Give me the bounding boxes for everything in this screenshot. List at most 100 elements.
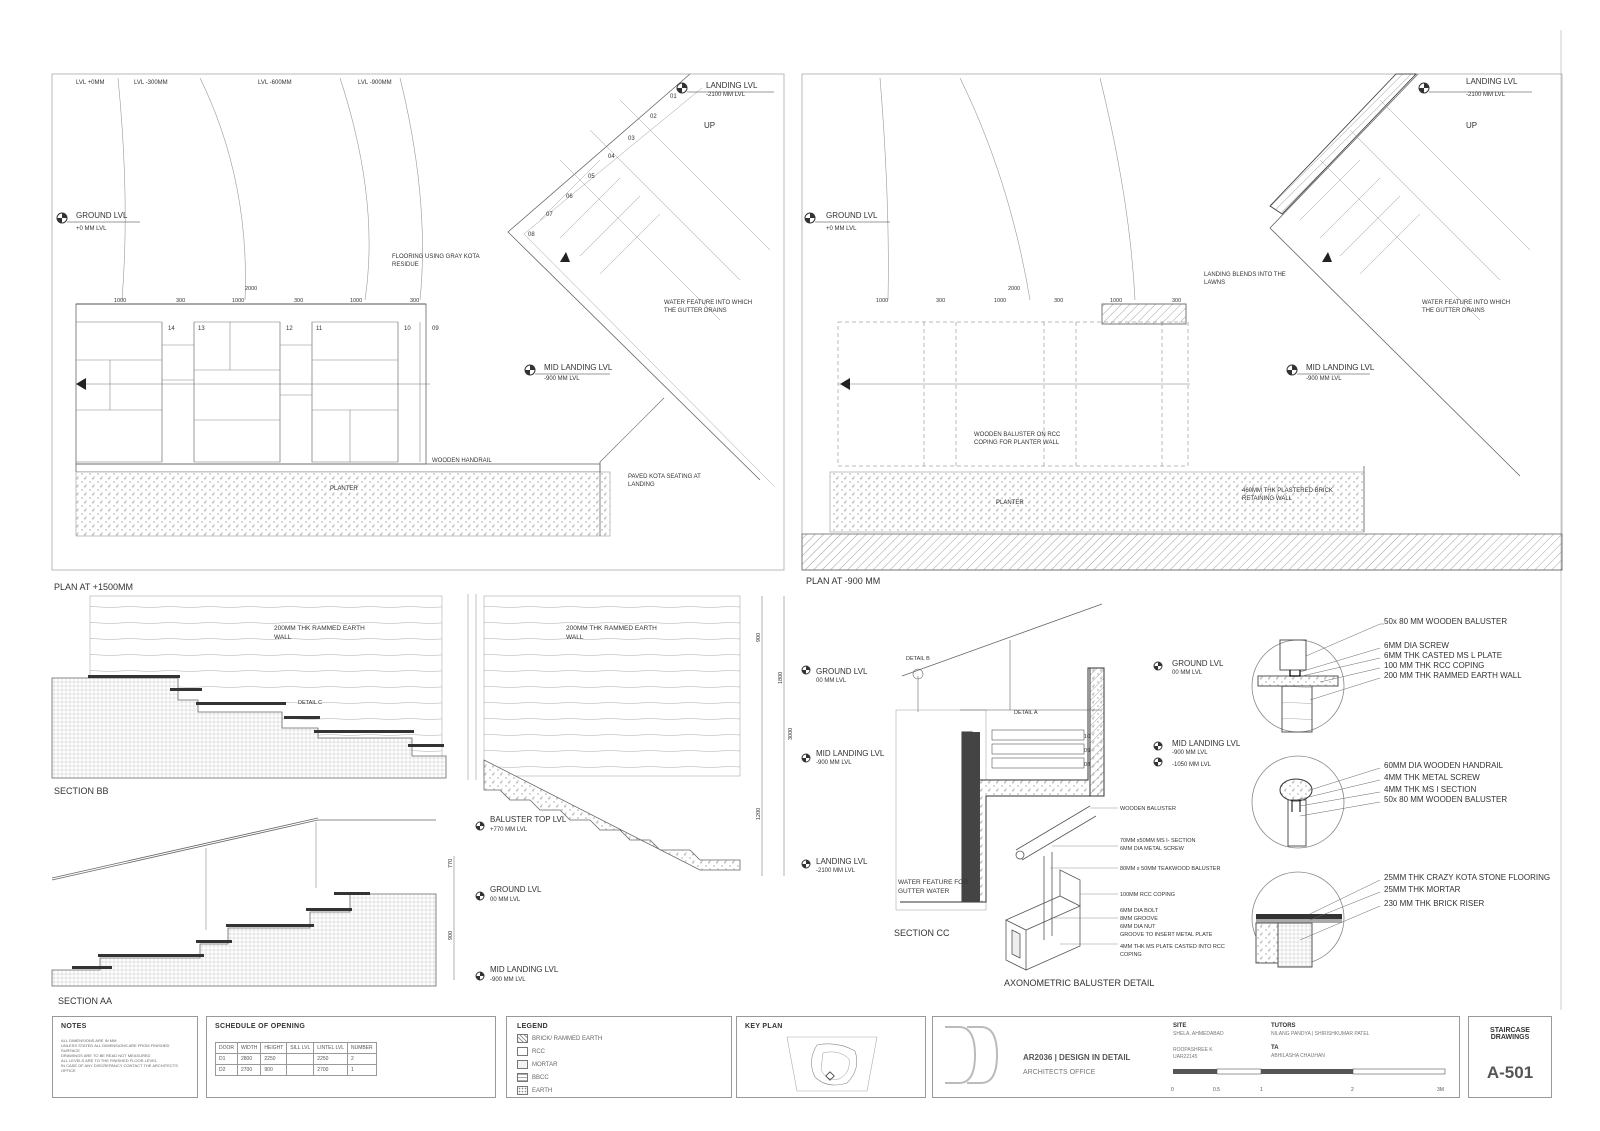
detail-label: 60MM DIA WOODEN HANDRAIL: [1384, 761, 1504, 770]
section-bb: [51, 594, 741, 871]
legend-box: LEGEND BRICK/ RAMMED EARTH RCC MORTAR BB…: [506, 1016, 732, 1098]
brick-swatch-icon: [517, 1034, 528, 1043]
detail-label: 50x 80 MM WOODEN BALUSTER: [1384, 617, 1507, 626]
note-paved: LANDING: [628, 482, 655, 488]
ground-label: GROUND LVL: [826, 211, 878, 220]
detail-circle-2: [1251, 755, 1345, 849]
note-line: DRAWINGS ARE TO BE READ NOT MEASURED: [61, 1053, 151, 1058]
level-marker-cc-low: [1153, 757, 1163, 767]
step-number: 05: [588, 174, 595, 180]
table-cell: 2250: [313, 1053, 348, 1065]
note-line: UNLESS STATED ALL DIMENSIONS ARE FROM FI…: [61, 1043, 170, 1053]
step-number: 09: [1084, 748, 1090, 754]
landing-label: LANDING LVL: [706, 81, 758, 90]
legend-item: RCC: [517, 1047, 721, 1056]
level-label: LVL +0MM: [76, 80, 105, 86]
keyplan-box: KEY PLAN: [736, 1016, 926, 1098]
detail-tag: DETAIL B: [906, 656, 930, 662]
level-marker-landing-left: [676, 82, 774, 94]
note-wall: 460MM THK PLASTERED BRICK: [1242, 488, 1333, 494]
level-value: 00 MM LVL: [490, 897, 521, 903]
student-id: UAR22145: [1173, 1054, 1198, 1060]
section-aa: [51, 817, 437, 987]
note-wall: 200MM THK RAMMED EARTH: [566, 625, 657, 632]
dim: 900: [448, 931, 454, 940]
drawing-title: PLAN AT -900 MM: [806, 576, 880, 586]
table-row: D1 2800 2250 2250 2: [215, 1053, 377, 1065]
level-label: GROUND LVL: [816, 667, 868, 676]
level-label: GROUND LVL: [490, 885, 542, 894]
level-value: -900 MM LVL: [1172, 750, 1208, 756]
column-header: WIDTH: [236, 1042, 262, 1054]
note-baluster: WOODEN BALUSTER ON RCC: [974, 432, 1061, 438]
detail-label: 100 MM THK RCC COPING: [1384, 661, 1484, 670]
drawing-title: PLAN AT +1500MM: [54, 582, 133, 592]
level-value: 00 MM LVL: [816, 678, 847, 684]
level-label: GROUND LVL: [1172, 659, 1224, 668]
step-number: 06: [566, 194, 573, 200]
dim: 1200: [756, 808, 762, 820]
legend-item: EARTH: [517, 1086, 721, 1095]
scale-tick: 0.5: [1213, 1087, 1220, 1093]
axo-label: 100MM RCC COPING: [1120, 892, 1175, 898]
mid-landing-label: MID LANDING LVL: [544, 363, 613, 372]
step-number: 07: [546, 212, 553, 218]
schedule-title: SCHEDULE OF OPENING: [215, 1023, 306, 1030]
table-cell: 2: [346, 1053, 377, 1065]
table-cell: 2700: [313, 1064, 348, 1076]
axonometric-baluster: [1005, 805, 1097, 971]
dim-overall: 2000: [245, 286, 257, 292]
detail-label: 200 MM THK RAMMED EARTH WALL: [1384, 671, 1522, 680]
scale-tick: 0: [1171, 1087, 1174, 1093]
level-value: +770 MM LVL: [490, 827, 528, 833]
sheet-info-box: STAIRCASE DRAWINGS A-501: [1468, 1016, 1552, 1098]
level-marker-cc-mid: [1153, 741, 1163, 751]
dim: 1000: [994, 298, 1006, 304]
table-cell: 2700: [236, 1064, 262, 1076]
ta-value: ABHILASHA CHAUHAN: [1271, 1053, 1325, 1059]
column-header: LINTEL LVL: [313, 1042, 348, 1054]
level-marker-bb-ground: [801, 665, 811, 675]
legend-label: BRICK/ RAMMED EARTH: [532, 1035, 603, 1042]
column-header: NUMBER: [346, 1042, 377, 1054]
axo-label: 6MM DIA NUT: [1120, 924, 1156, 930]
note-water: WATER FEATURE INTO WHICH: [1422, 300, 1510, 306]
table-cell: [286, 1053, 315, 1065]
level-value: -1050 MM LVL: [1172, 762, 1212, 768]
level-marker-landing-right: [1418, 82, 1532, 94]
level-value: 00 MM LVL: [1172, 670, 1203, 676]
plan-left: [51, 73, 785, 571]
drawing-title: SECTION BB: [54, 786, 109, 796]
step-number: 03: [628, 136, 635, 142]
level-label: MID LANDING LVL: [490, 965, 559, 974]
bbcc-swatch-icon: [517, 1073, 528, 1082]
mid-landing-value: -900 MM LVL: [1306, 376, 1342, 382]
detail-label: 25MM THK MORTAR: [1384, 885, 1461, 894]
detail-circle-3: [1251, 871, 1345, 968]
landing-value: -2100 MM LVL: [706, 92, 746, 98]
detail-tag: DETAIL A: [1014, 710, 1038, 716]
detail-label: 25MM THK CRAZY KOTA STONE FLOORING: [1384, 873, 1550, 882]
note-wall: 200MM THK RAMMED EARTH: [274, 625, 365, 632]
ta-label: TA: [1271, 1045, 1279, 1051]
note-line: ALL DIMENSIONS ARE IN MM: [61, 1038, 117, 1043]
level-marker-cc-ground: [1153, 661, 1163, 671]
plan-right: [801, 73, 1563, 571]
landing-value: -2100 MM LVL: [1466, 92, 1506, 98]
level-label: BALUSTER TOP LVL: [490, 815, 567, 824]
keyplan-drawing: [786, 1036, 878, 1092]
note-water: WATER FEATURE INTO WHICH: [664, 300, 752, 306]
dim: 300: [294, 298, 303, 304]
column-header: HEIGHT: [260, 1042, 288, 1054]
drawing-title: AXONOMETRIC BALUSTER DETAIL: [1004, 978, 1154, 988]
step-number: 02: [650, 114, 657, 120]
step-number: 14: [168, 326, 175, 332]
note-planter: PLANTER: [330, 486, 358, 492]
up-label: UP: [1466, 121, 1477, 130]
dim-overall: 2000: [1008, 286, 1020, 292]
step-number: 04: [608, 154, 615, 160]
level-value: -900 MM LVL: [816, 760, 852, 766]
axo-label: 8MM GROOVE: [1120, 916, 1158, 922]
level-marker-bb-landing: [801, 859, 811, 869]
table-cell: D2: [215, 1064, 238, 1076]
